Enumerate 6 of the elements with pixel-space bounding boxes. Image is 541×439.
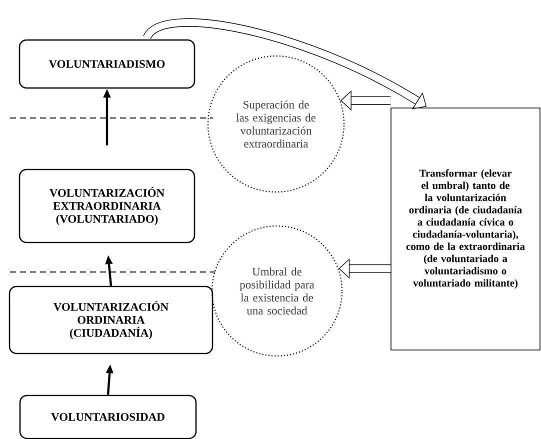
text-box: Transformar (elevar el umbral) tanto de la voluntarización ordinaria (de ciudadanía a ciudadanía cívica o ciudadanía-voluntaria), como de la extraordinaria (de voluntariado a voluntariadismo o voluntariado militante) [390, 108, 540, 350]
level-box: VOLUNTARIZACIÓN ORDINARIA (CIUDADANÍA) [8, 286, 214, 354]
level-box: VOLUNTARIZACIÓN EXTRAORDINARIA (VOLUNTARIADO) [18, 168, 196, 244]
level-box: VOLUNTARIADISMO [18, 39, 196, 89]
arrow [338, 258, 391, 279]
level-box: VOLUNTARIOSIDAD [19, 394, 197, 439]
